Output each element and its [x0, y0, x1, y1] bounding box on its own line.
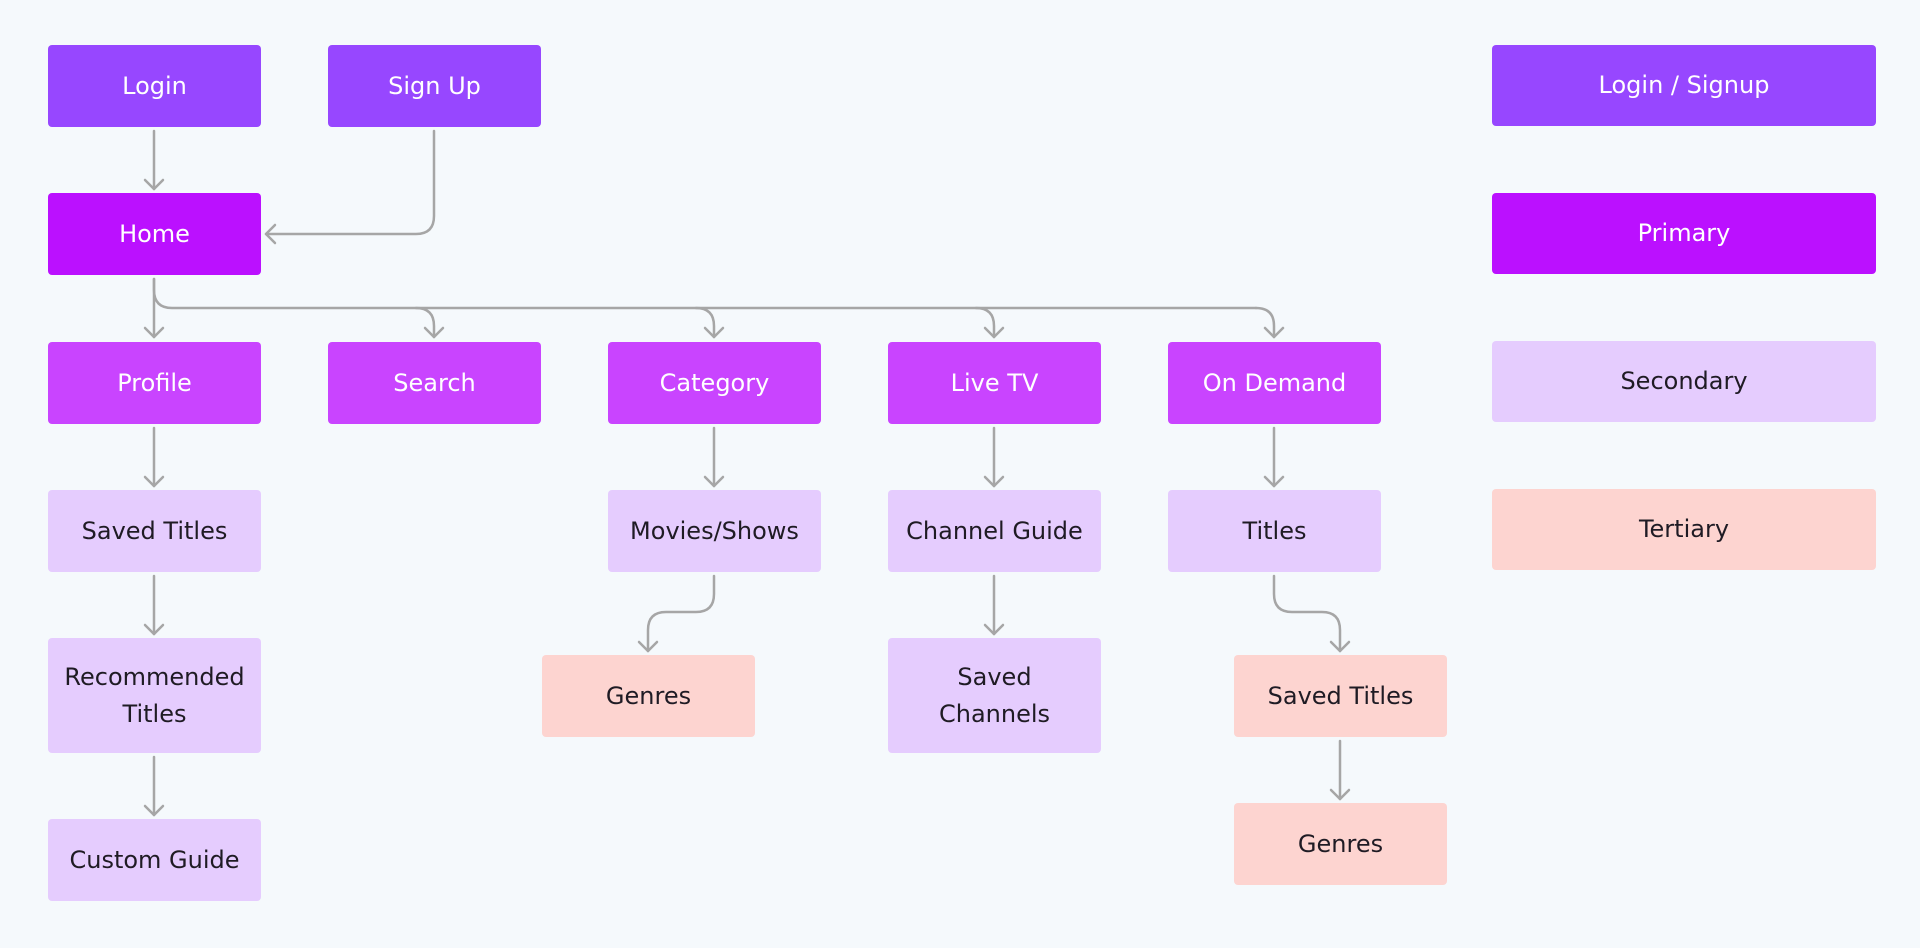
edge-movies-genres [646, 574, 716, 653]
arrowhead-movies-genres [637, 640, 659, 653]
edge-titles-savedtitles2 [1272, 574, 1342, 653]
arrowhead-recommended-customguide [143, 804, 165, 817]
legend-secondary: Secondary [1492, 341, 1876, 422]
node-saved-titles-label: Saved Titles [81, 516, 228, 545]
node-saved-channels-line-1: Saved [957, 662, 1032, 691]
arrowhead-savedtitles2-genres2 [1329, 788, 1351, 801]
arrowhead-category-movies [703, 475, 725, 488]
node-login-label: Login [122, 71, 187, 100]
legend-primary-label: Primary [1637, 219, 1731, 247]
node-recommended-titles: Recommended Titles [48, 638, 261, 753]
arrowhead-login-home [143, 178, 165, 191]
legend-tertiary-label: Tertiary [1638, 515, 1730, 543]
arrowhead-branch-ondemand [1263, 326, 1285, 339]
node-genres-on-demand: Genres [1234, 803, 1447, 885]
node-home-label: Home [119, 219, 190, 248]
legend-login-signup-label: Login / Signup [1598, 71, 1770, 99]
node-home: Home [48, 193, 261, 275]
arrowhead-branch-livetv [983, 326, 1005, 339]
node-profile-label: Profile [117, 368, 192, 397]
node-on-demand-label: On Demand [1202, 368, 1347, 397]
node-genres-category: Genres [542, 655, 755, 737]
node-recommended-titles-line-2: Titles [122, 699, 187, 728]
node-sign-up-label: Sign Up [388, 71, 481, 100]
arrowhead-savedtitles-recommended [143, 623, 165, 636]
arrowhead-branch-search [423, 326, 445, 339]
node-custom-guide: Custom Guide [48, 819, 261, 901]
node-sign-up: Sign Up [328, 45, 541, 127]
edge-branch-ondemand [1254, 306, 1276, 339]
node-search: Search [328, 342, 541, 424]
legend-secondary-label: Secondary [1620, 367, 1748, 395]
node-saved-titles-on-demand-label: Saved Titles [1267, 681, 1414, 710]
arrowhead-livetv-channelguide [983, 475, 1005, 488]
node-saved-titles: Saved Titles [48, 490, 261, 572]
edge-branch-category [694, 306, 716, 339]
node-genres-on-demand-label: Genres [1297, 829, 1384, 858]
arrowhead-branch-category [703, 326, 725, 339]
node-on-demand: On Demand [1168, 342, 1381, 424]
node-profile: Profile [48, 342, 261, 424]
node-saved-channels-line-2: Channels [938, 699, 1051, 728]
node-titles: Titles [1168, 490, 1381, 572]
node-titles-label: Titles [1242, 516, 1307, 545]
arrowhead-ondemand-titles [1263, 475, 1285, 488]
legend-login-signup: Login / Signup [1492, 45, 1876, 126]
node-category-label: Category [659, 368, 770, 397]
arrowhead-channelguide-savedchannels [983, 623, 1005, 636]
edge-branch-livetv [974, 306, 996, 339]
arrowhead-titles-savedtitles2 [1329, 640, 1351, 653]
node-recommended-titles-line-1: Recommended [64, 662, 245, 691]
node-custom-guide-label: Custom Guide [69, 845, 240, 874]
node-saved-channels: Saved Channels [888, 638, 1101, 753]
node-login: Login [48, 45, 261, 127]
edge-home-branch [152, 277, 1258, 310]
arrowhead-profile-savedtitles [143, 475, 165, 488]
node-channel-guide: Channel Guide [888, 490, 1101, 572]
legend-primary: Primary [1492, 193, 1876, 274]
node-search-label: Search [393, 368, 476, 397]
node-genres-category-label: Genres [605, 681, 692, 710]
node-saved-titles-on-demand: Saved Titles [1234, 655, 1447, 737]
edge-signup-home [264, 129, 436, 236]
node-live-tv: Live TV [888, 342, 1101, 424]
node-category: Category [608, 342, 821, 424]
edge-branch-search [414, 306, 436, 339]
node-live-tv-label: Live TV [950, 368, 1039, 397]
node-movies-shows-label: Movies/Shows [630, 516, 799, 545]
node-movies-shows: Movies/Shows [608, 490, 821, 572]
legend-tertiary: Tertiary [1492, 489, 1876, 570]
arrowhead-home-profile [143, 326, 165, 339]
node-saved-channels-text: Saved Channels [939, 659, 1050, 733]
arrowhead-signup-home [264, 223, 277, 245]
node-channel-guide-label: Channel Guide [906, 516, 1083, 545]
node-recommended-titles-text: Recommended Titles [64, 659, 244, 733]
